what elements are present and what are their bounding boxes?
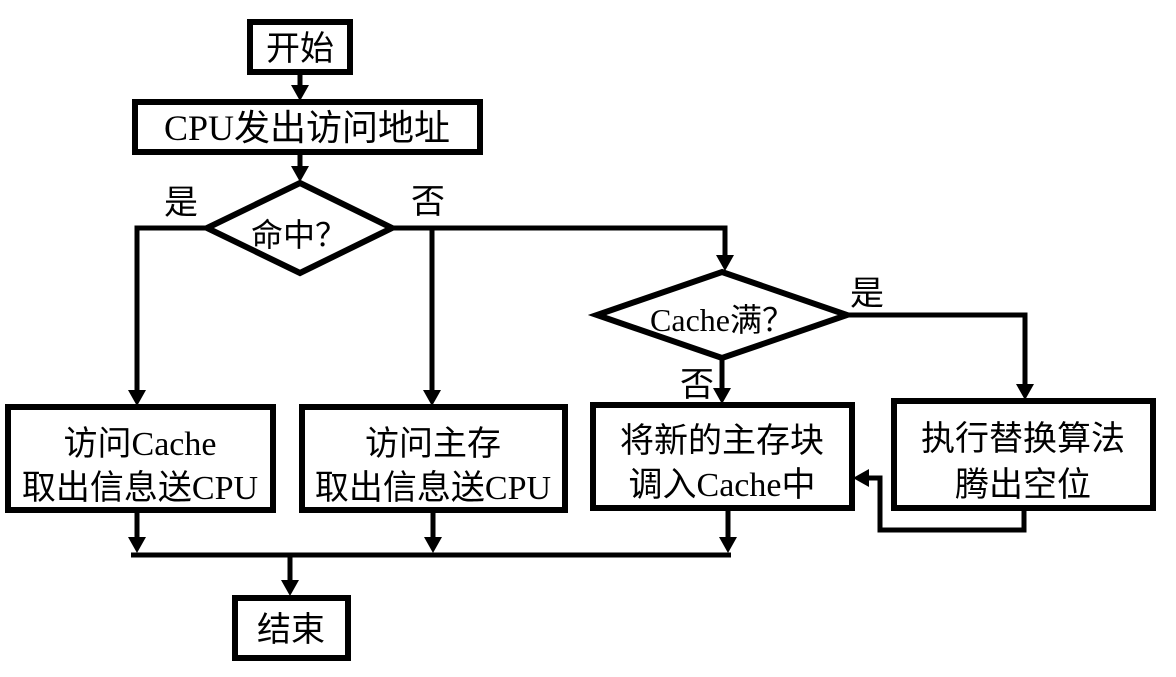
cpu-issue-address-label: CPU发出访问地址: [164, 108, 450, 148]
start-label: 开始: [266, 30, 334, 68]
cpu-issue-address-box: [132, 99, 483, 155]
arrowhead-cache-full-yes: [1016, 384, 1034, 400]
arrowhead-collector-to-end: [281, 580, 299, 596]
hit-decision-diamond: [200, 179, 399, 277]
run-replacement-line1: 执行替换算法: [921, 420, 1125, 458]
cache-full-no-edge-label: 否: [680, 367, 714, 404]
arrowhead-replacement-to-load: [853, 469, 869, 487]
edge-cache-full-yes-to-replacement: [847, 312, 1028, 384]
node-cpu-issue-address: CPU发出访问地址: [132, 99, 483, 155]
node-load-new-block: 将新的主存块 调入Cache中: [590, 402, 855, 511]
arrowhead-access-cache-down: [128, 537, 146, 553]
node-hit-decision: 命中？: [200, 179, 399, 277]
load-new-block-line2: 调入Cache中: [629, 466, 816, 504]
arrowhead-start-to-cpu: [291, 85, 309, 101]
edge-replacement-to-load: [869, 475, 1027, 533]
hit-decision-label: 命中？: [251, 217, 347, 253]
cache-full-yes-edge-label: 是: [850, 276, 884, 313]
arrowhead-hit-no-to-access-main: [423, 390, 441, 406]
node-run-replacement: 执行替换算法 腾出空位: [891, 398, 1156, 511]
access-main-memory-line1: 访问主存: [365, 425, 501, 463]
node-access-cache: 访问Cache 取出信息送CPU: [5, 404, 276, 513]
arrowhead-cpu-to-hit: [291, 166, 309, 182]
access-main-memory-box: [299, 404, 568, 513]
load-new-block-box: [590, 402, 855, 511]
hit-no-edge-label: 否: [411, 184, 445, 221]
access-cache-line1: 访问Cache: [64, 425, 217, 463]
cache-full-decision-label: Cache满？: [650, 302, 794, 338]
edge-hit-yes-to-access-cache: [134, 225, 207, 390]
run-replacement-box: [891, 398, 1156, 511]
end-label: 结束: [257, 611, 325, 649]
access-cache-box: [5, 404, 276, 513]
cache-full-decision-diamond: [587, 268, 857, 362]
node-cache-full-decision: Cache满？: [587, 268, 857, 362]
end-box: [232, 595, 351, 661]
arrowhead-hit-yes: [128, 390, 146, 406]
access-cache-line2: 取出信息送CPU: [22, 469, 258, 507]
hit-yes-edge-label: 是: [164, 185, 198, 222]
access-main-memory-line2: 取出信息送CPU: [315, 469, 551, 507]
load-new-block-line1: 将新的主存块: [620, 422, 824, 460]
arrowhead-hit-no-to-cache-full: [716, 255, 734, 271]
arrowhead-cache-full-no: [713, 388, 731, 404]
node-start: 开始: [247, 19, 353, 75]
arrowhead-access-main-down: [424, 537, 442, 553]
edge-hit-no-to-cache-full: [392, 225, 728, 256]
arrowhead-load-block-down: [719, 537, 737, 553]
start-box: [247, 19, 353, 75]
run-replacement-line2: 腾出空位: [955, 466, 1091, 504]
node-end: 结束: [232, 595, 351, 661]
node-access-main-memory: 访问主存 取出信息送CPU: [299, 404, 568, 513]
